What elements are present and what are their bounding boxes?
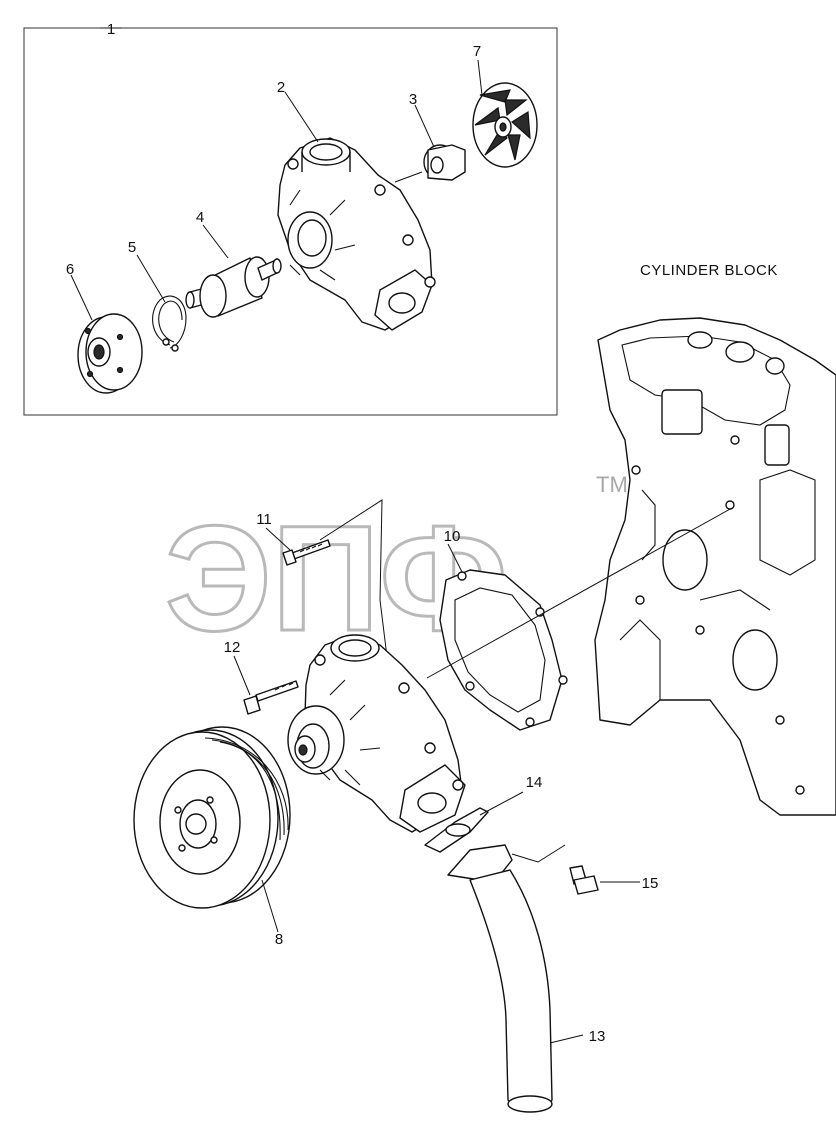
explode-axis-top: [394, 171, 423, 183]
callout-12: 12: [224, 639, 241, 656]
kit-frame: [23, 27, 558, 416]
callout-4: 4: [196, 209, 204, 226]
callout-leaders: [70, 27, 640, 1044]
callout-1: 1: [107, 21, 115, 38]
assembled-pump-housing: [287, 634, 466, 833]
shaft-bearing-part: [185, 256, 282, 318]
impeller-part: [472, 82, 538, 168]
outlet-pipe-part: [447, 844, 553, 1113]
gasket-part: [439, 569, 568, 731]
bolt-part: [243, 680, 299, 715]
alignment-line-lower: [426, 507, 733, 679]
callout-3: 3: [409, 91, 417, 108]
pump-housing-part: [277, 137, 436, 331]
watermark-tm: TM: [596, 472, 628, 497]
cylinder-block-part: [594, 317, 836, 816]
short-bolt-part: [569, 865, 599, 895]
outlet-gasket-part: [424, 807, 489, 853]
long-bolt-part: [282, 539, 331, 566]
flange-hub-part: [77, 313, 143, 394]
callout-14: 14: [526, 774, 543, 791]
pulley-part: [133, 726, 291, 909]
callout-2: 2: [277, 79, 285, 96]
callout-5: 5: [128, 239, 136, 256]
callout-10: 10: [444, 528, 461, 545]
cylinder-block-label: CYLINDER BLOCK: [640, 262, 778, 279]
callout-15: 15: [642, 875, 659, 892]
watermark: ЭПФ TM: [164, 472, 628, 664]
callout-6: 6: [66, 261, 74, 278]
callout-13: 13: [589, 1028, 606, 1045]
seal-part: [423, 144, 466, 181]
callout-7: 7: [473, 43, 481, 60]
snap-ring-part: [152, 295, 187, 352]
callout-11: 11: [256, 511, 272, 528]
callout-8: 8: [275, 931, 283, 948]
